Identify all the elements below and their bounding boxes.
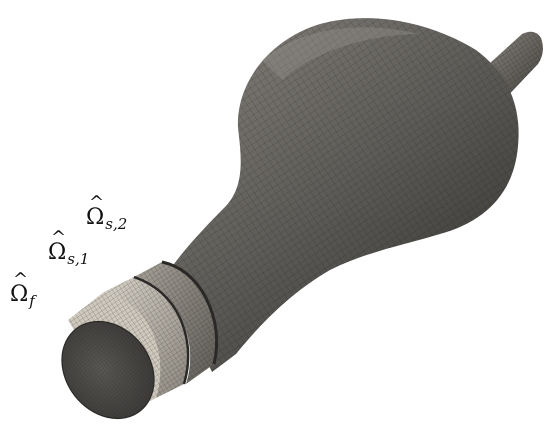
solid-layer-2-ring bbox=[132, 260, 219, 384]
solid-layer-1-ring bbox=[104, 275, 190, 398]
label-omega-f: ^Ωf bbox=[10, 269, 35, 310]
label-omega-s1: ^Ωs,1 bbox=[48, 227, 90, 268]
label-omega-s2: ^Ωs,2 bbox=[86, 192, 128, 233]
inlet-face bbox=[61, 320, 155, 420]
vessel-wall bbox=[162, 18, 519, 372]
